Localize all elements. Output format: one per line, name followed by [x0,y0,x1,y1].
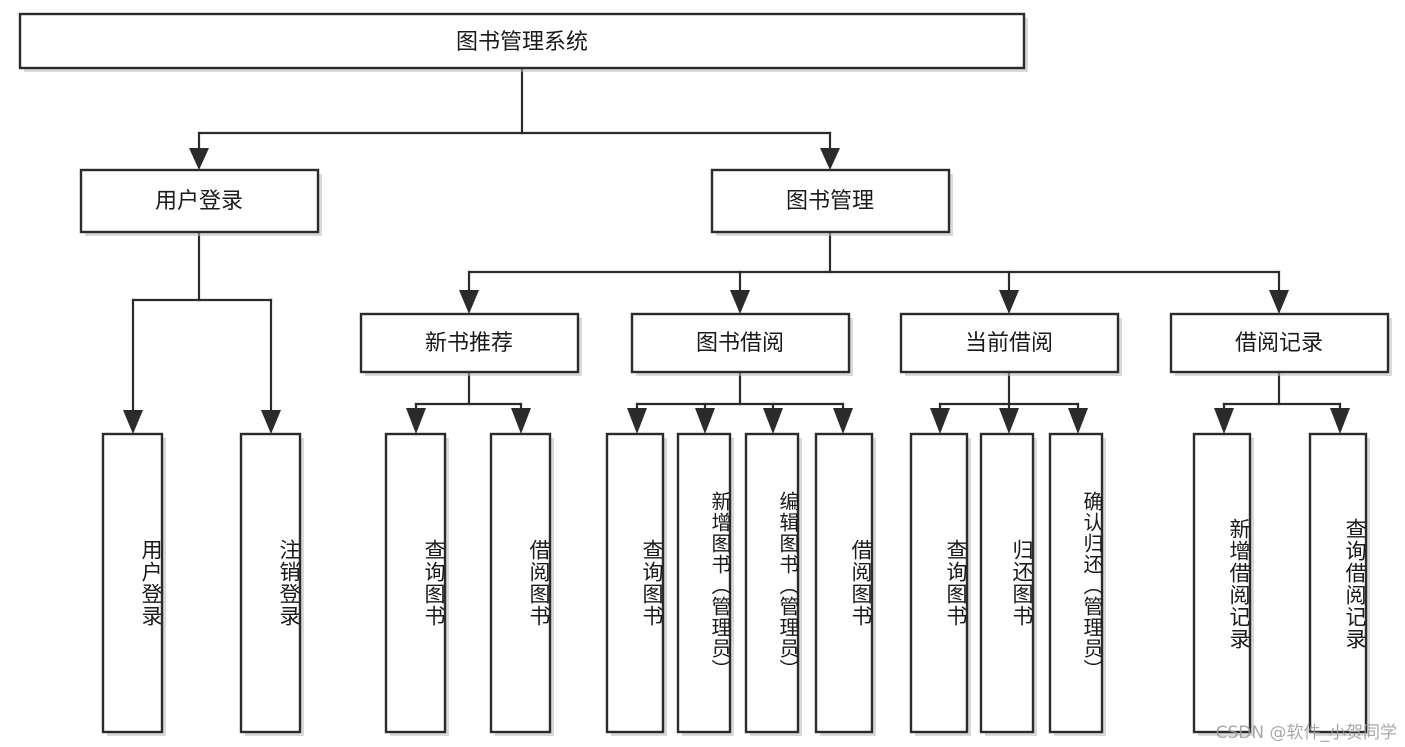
node-current-borrow[interactable] [899,312,1120,374]
node-label-user-login: 用户登录 [155,189,243,214]
arrow-userlogin-l1 [123,410,143,434]
arrow-newbook-l1 [406,408,426,434]
arrow-to-borrow-record [1269,290,1289,314]
node-new-book-recommend[interactable] [359,312,580,374]
node-label-new-book-recommend: 新书推荐 [425,331,513,356]
arrow-current-l2 [999,408,1019,434]
leaf-newbook-query-book[interactable] [384,432,447,734]
arrow-userlogin-l2 [261,410,281,434]
leaf-borrow-borrow-book[interactable] [814,432,874,734]
arrow-to-new-book [459,290,479,314]
leaf-record-add-record[interactable] [1192,432,1252,734]
node-book-borrow[interactable] [630,312,851,374]
arrow-record-l1 [1214,408,1234,434]
node-user-login[interactable] [79,168,320,234]
node-label-book-management: 图书管理 [786,189,874,214]
arrow-newbook-l2 [511,408,531,434]
arrow-record-l2 [1330,408,1350,434]
node-label-borrow-record: 借阅记录 [1235,331,1323,356]
leaf-user-logout[interactable] [239,432,302,734]
arrow-to-user-login [189,148,209,170]
arrow-to-book-borrow [730,290,750,314]
leaf-user-login[interactable] [101,432,164,734]
leaf-current-confirm-return-admin[interactable] [1048,432,1104,734]
node-layer: 图书管理系统 用户登录 图书管理 新书推荐 图书借阅 当前借阅 借阅记录 [18,12,1392,736]
arrow-borrow-l2 [695,408,715,434]
leaf-current-return-book[interactable] [979,432,1035,734]
arrow-borrow-l4 [833,408,853,434]
arrow-to-current-borrow [999,290,1019,314]
leaf-current-query-book[interactable] [909,432,969,734]
arrow-to-book-mgmt [820,148,840,170]
arrow-current-l1 [930,408,950,434]
csdn-watermark: CSDN @软件_小贺同学 [1215,723,1397,743]
arrow-current-l3 [1068,408,1088,434]
arrow-borrow-l3 [763,408,783,434]
leaf-borrow-edit-book-admin[interactable] [744,432,800,734]
leaf-borrow-query-book[interactable] [605,432,665,734]
node-book-management-system[interactable] [18,12,1026,70]
connector-layer [123,67,1350,434]
node-book-management[interactable] [710,168,951,234]
leaf-borrow-add-book-admin[interactable] [676,432,732,734]
node-label-current-borrow: 当前借阅 [965,331,1053,356]
node-borrow-record[interactable] [1169,312,1390,374]
node-label-root: 图书管理系统 [456,30,588,55]
leaf-newbook-borrow-book[interactable] [489,432,552,734]
arrow-borrow-l1 [627,408,647,434]
node-label-book-borrow: 图书借阅 [696,331,784,356]
leaf-record-query-record[interactable] [1308,432,1368,734]
